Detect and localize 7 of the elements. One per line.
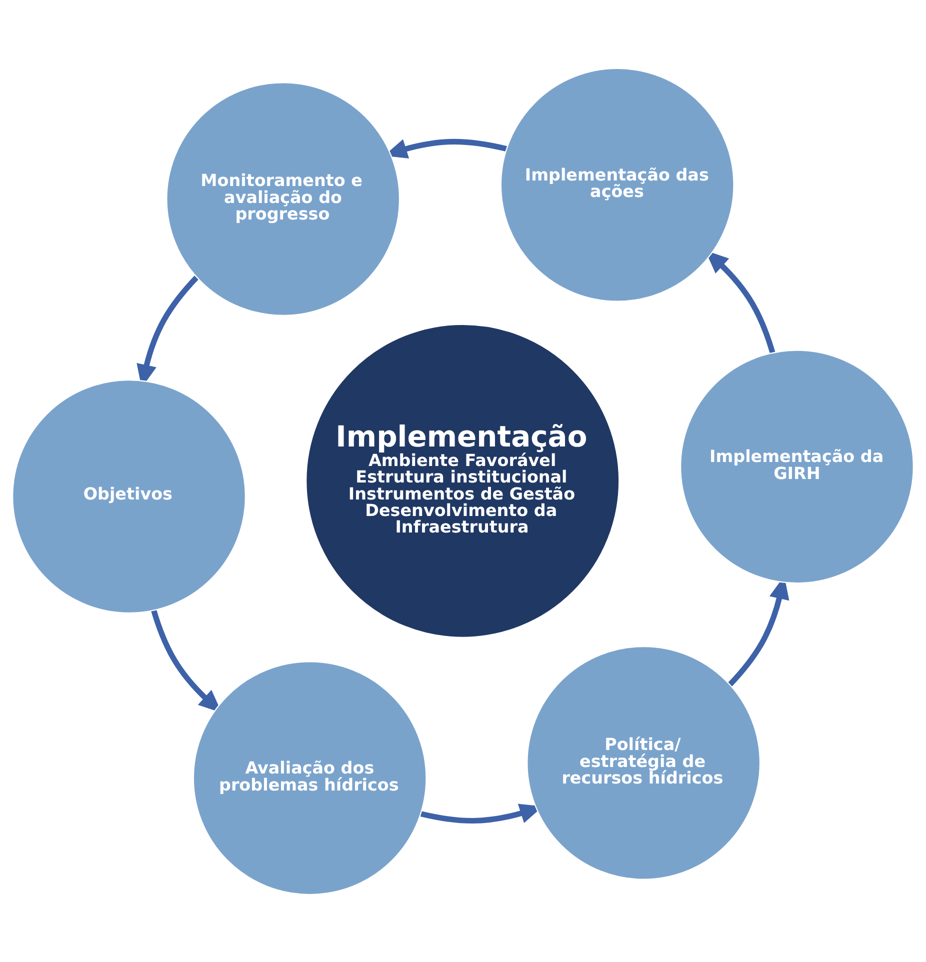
node-circle: Implementação das ações: [500, 67, 734, 302]
node-circle: Política/ estratégia de recursos hídricos: [526, 645, 761, 880]
node-circle: Implementação da GIRH: [680, 349, 914, 584]
node-circle: Implementação Ambiente Favorável Estrutura institucional Instrumentos de Gestão Desenvolvimento da Infraestrutura: [306, 323, 620, 638]
node-circle: Avaliação dos problemas hídricos: [192, 660, 427, 895]
node-circle: Objetivos: [12, 379, 246, 613]
node-circle: Monitoramento e avaliação do progresso: [166, 82, 400, 316]
